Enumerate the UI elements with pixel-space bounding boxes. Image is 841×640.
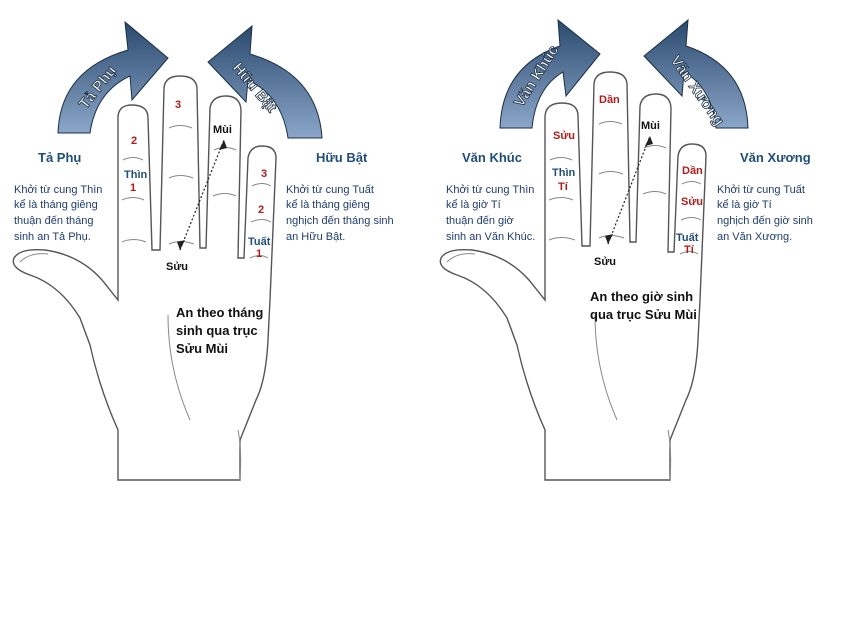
right-middle-top: Dần [599, 94, 620, 106]
left-arrow-ta-phu: Tả Phụ [58, 22, 168, 133]
left-panel: Tả Phụ Hữu Bật Tả Phụ Hữu Bật Khởi từ cu… [13, 22, 396, 480]
left-index-bottom: 1 [130, 182, 136, 194]
right-little-top: Dần [682, 165, 703, 177]
right-index-bottom: Tí [558, 181, 569, 193]
left-heading-left: Tả Phụ [38, 150, 81, 165]
left-little-mid: 2 [258, 204, 264, 216]
right-heading-left: Văn Khúc [462, 150, 522, 165]
right-index-label: Thìn [552, 167, 575, 179]
right-ring-label: Mùi [641, 120, 660, 132]
left-index-label: Thìn [124, 169, 147, 181]
right-panel: Văn Khúc Văn Xương Văn Khúc Văn Xương Kh… [440, 20, 816, 480]
left-little-top: 3 [261, 168, 267, 180]
left-index-top: 2 [131, 135, 137, 147]
left-hand-outline [13, 76, 276, 480]
left-little-label: Tuất [248, 236, 271, 248]
right-little-bottom: Tí [684, 244, 695, 256]
left-desc-left: Khởi từ cung Thìn kể là tháng giêng thuậ… [14, 184, 105, 243]
right-heading-right: Văn Xương [740, 150, 811, 165]
left-little-bottom: 1 [256, 248, 262, 260]
left-palm-label: Sửu [166, 261, 188, 273]
right-little-label: Tuất [676, 232, 699, 244]
left-ring-label: Mùi [213, 124, 232, 136]
right-desc-right: Khởi từ cung Tuất kể là giờ Tí nghịch đế… [717, 184, 816, 243]
right-palm-label: Sửu [594, 256, 616, 268]
left-middle-top: 3 [175, 99, 181, 111]
right-desc-left: Khởi từ cung Thìn kể là giờ Tí thuận đến… [446, 184, 537, 243]
left-desc-right: Khởi từ cung Tuất kể là tháng giêng nghị… [286, 184, 397, 243]
left-heading-right: Hữu Bật [316, 150, 368, 165]
right-little-mid: Sửu [681, 196, 703, 208]
right-index-top: Sửu [553, 130, 575, 142]
